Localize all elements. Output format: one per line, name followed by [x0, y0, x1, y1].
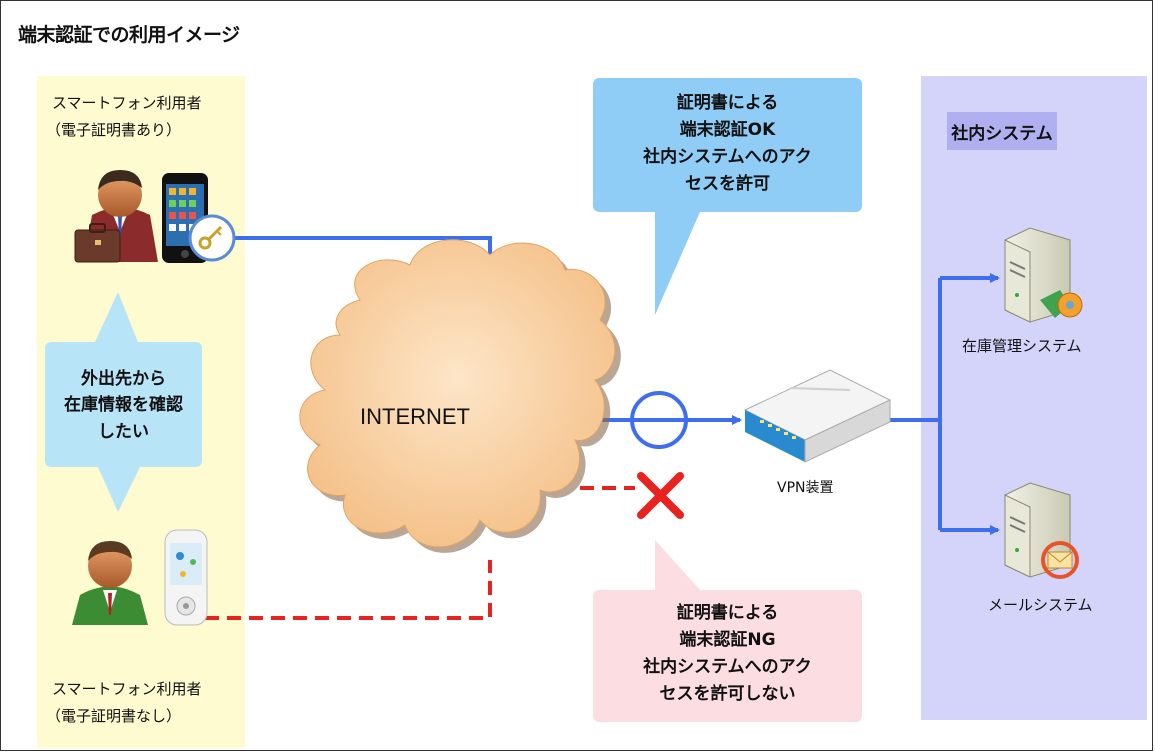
- system-panel: [921, 76, 1147, 720]
- user-bubble-line2: 在庫情報を確認: [64, 395, 183, 416]
- ng-cross-icon: [637, 472, 684, 519]
- inventory-system-label: 在庫管理システム: [962, 337, 1082, 355]
- certificate-key-icon: [188, 214, 236, 262]
- user-bubble-text: 外出先から 在庫情報を確認 したい: [45, 366, 202, 445]
- ok-bubble-line2: 端末認証OK: [679, 119, 776, 140]
- ok-bubble-line4: セスを許可: [685, 173, 770, 194]
- ng-speech-bubble: [593, 540, 862, 722]
- inventory-server-icon: [1004, 227, 1083, 323]
- internet-cloud: [299, 239, 621, 553]
- mail-server-icon: [1004, 482, 1079, 579]
- ng-bubble-line3: 社内システムへのアク: [643, 656, 812, 677]
- mail-system-label: メールシステム: [988, 596, 1093, 614]
- user-with-cert-label: スマートフォン利用者: [52, 94, 202, 112]
- vpn-device-icon: [743, 369, 892, 463]
- system-connection-lines: [880, 273, 1000, 535]
- ok-bubble-line1: 証明書による: [676, 93, 779, 113]
- ng-bubble-line2: 端末認証NG: [679, 629, 776, 650]
- user-without-cert-note: （電子証明書なし）: [46, 707, 182, 725]
- internet-label: INTERNET: [360, 404, 470, 429]
- ok-speech-bubble: [593, 78, 862, 315]
- ok-bubble-line3: 社内システムへのアク: [643, 146, 812, 167]
- ng-bubble-line4: セスを許可しない: [659, 683, 796, 704]
- pda-phone-icon: [164, 529, 208, 626]
- vpn-label: VPN装置: [777, 480, 834, 496]
- ng-connection-line: [205, 486, 635, 620]
- user-bubble-line1: 外出先から: [81, 369, 166, 389]
- ng-bubble-line1: 証明書による: [676, 603, 779, 623]
- system-title: 社内システム: [947, 112, 1057, 150]
- ng-bubble-text: 証明書による 端末認証NG 社内システムへのアク セスを許可しない: [593, 600, 862, 707]
- user-without-cert-label: スマートフォン利用者: [52, 680, 202, 698]
- business-person-icon: [74, 170, 158, 263]
- ok-circle-icon: [630, 391, 688, 449]
- diagram-title: 端末認証での利用イメージ: [18, 24, 240, 46]
- person-icon: [72, 541, 148, 625]
- user-with-cert-note: （電子証明書あり）: [46, 121, 182, 139]
- user-bubble-line3: したい: [98, 421, 149, 442]
- user-speech-bubble: [45, 292, 202, 512]
- ok-bubble-text: 証明書による 端末認証OK 社内システムへのアク セスを許可: [593, 90, 862, 197]
